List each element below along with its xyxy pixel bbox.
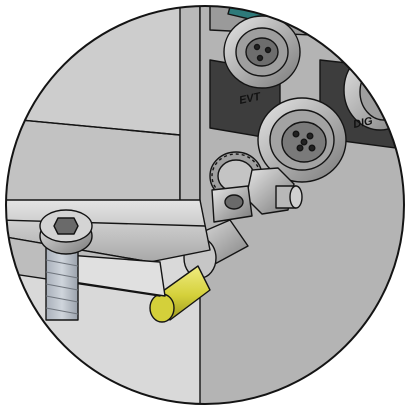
ground-stud	[275, 185, 303, 209]
m12-connector-upper	[223, 15, 301, 89]
detail-circle-frame	[5, 5, 405, 405]
ground-wire	[149, 265, 211, 323]
socket-head-cap-screw	[39, 209, 93, 321]
port-label-right: DIG	[352, 115, 374, 131]
m12-connector-lower	[257, 97, 347, 183]
port-label-left: EVT	[238, 90, 263, 106]
